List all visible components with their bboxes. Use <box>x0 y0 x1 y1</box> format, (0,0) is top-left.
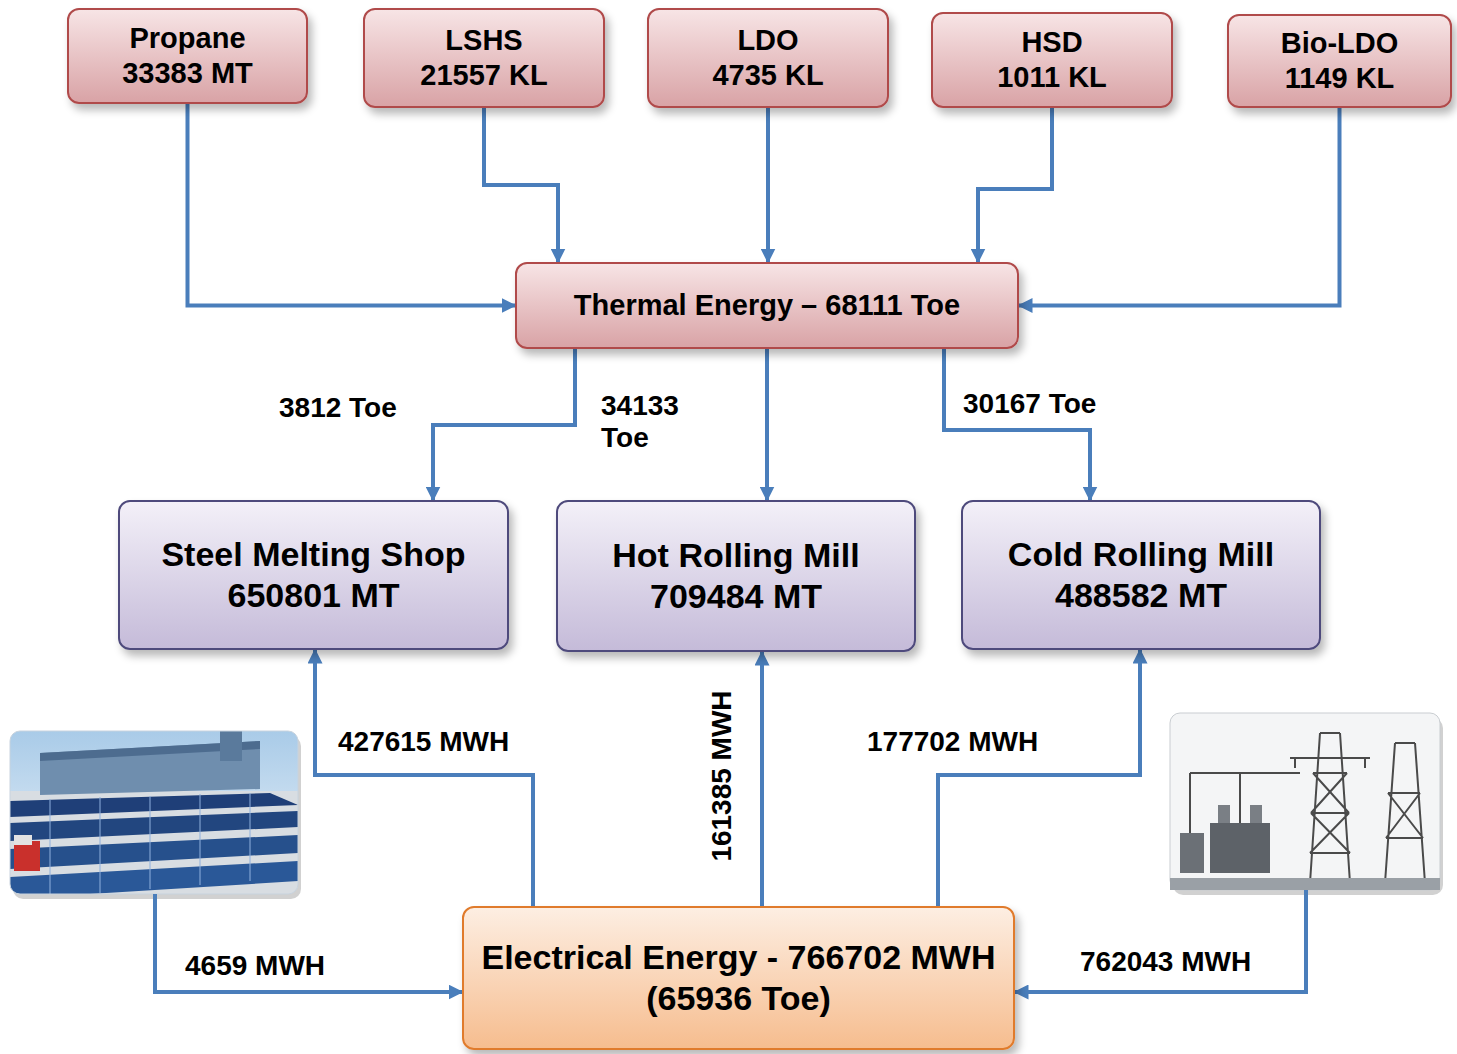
box-title: Thermal Energy – 68111 Toe <box>574 288 960 323</box>
flow-arrow <box>938 650 1140 906</box>
box-title: Electrical Energy - 766702 MWH (65936 To… <box>472 937 1005 1019</box>
plant-box: Steel Melting Shop650801 MT <box>118 500 509 650</box>
flow-arrow <box>433 349 575 500</box>
box-title: Propane <box>129 21 245 56</box>
box-title: HSD <box>1021 25 1082 60</box>
flow-arrow <box>188 104 516 306</box>
flow-label: 30167 Toe <box>960 388 1099 420</box>
box-value: 488582 MT <box>1055 575 1227 616</box>
energy-box: Electrical Energy - 766702 MWH (65936 To… <box>462 906 1015 1050</box>
flow-label: 177702 MWH <box>864 726 1041 758</box>
flow-arrow <box>760 652 764 906</box>
box-value: 1149 KL <box>1285 61 1395 96</box>
box-title: LSHS <box>445 23 522 58</box>
solar-plant-picture <box>10 731 301 899</box>
fuel-box: Bio-LDO1149 KL <box>1227 14 1452 108</box>
flow-arrow <box>978 108 1052 262</box>
flow-arrow <box>315 650 533 906</box>
box-value: 1011 KL <box>997 60 1107 95</box>
energy-box: Thermal Energy – 68111 Toe <box>515 262 1019 349</box>
flow-arrow <box>765 349 769 500</box>
fuel-box: LSHS21557 KL <box>363 8 605 108</box>
fuel-box: HSD1011 KL <box>931 12 1173 108</box>
flow-label: 161385 MWH <box>706 687 738 864</box>
supply-label: 762043 MWH <box>1077 946 1254 978</box>
supply-arrow <box>1015 890 1306 992</box>
flow-label: 427615 MWH <box>335 726 512 758</box>
plant-box: Cold Rolling Mill488582 MT <box>961 500 1321 650</box>
substation-picture <box>1170 713 1443 895</box>
box-value: 21557 KL <box>420 58 547 93</box>
box-title: Steel Melting Shop <box>161 534 465 575</box>
box-title: Bio-LDO <box>1281 26 1399 61</box>
plant-box: Hot Rolling Mill709484 MT <box>556 500 916 652</box>
fuel-box: Propane33383 MT <box>67 8 308 104</box>
flow-arrow <box>484 108 558 262</box>
flow-arrow <box>944 349 1090 500</box>
box-value: 650801 MT <box>228 575 400 616</box>
supply-label: 4659 MWH <box>182 950 328 982</box>
box-title: LDO <box>737 23 798 58</box>
box-value: 33383 MT <box>122 56 253 91</box>
box-value: 4735 KL <box>712 58 823 93</box>
box-value: 709484 MT <box>650 576 822 617</box>
box-title: Cold Rolling Mill <box>1008 534 1274 575</box>
box-title: Hot Rolling Mill <box>612 535 859 576</box>
flow-arrow <box>766 108 770 262</box>
supply-arrow <box>155 894 462 992</box>
fuel-box: LDO4735 KL <box>647 8 889 108</box>
flow-arrow <box>1019 108 1340 306</box>
flow-label: 3812 Toe <box>276 392 400 424</box>
flow-label: 34133 Toe <box>598 390 699 454</box>
